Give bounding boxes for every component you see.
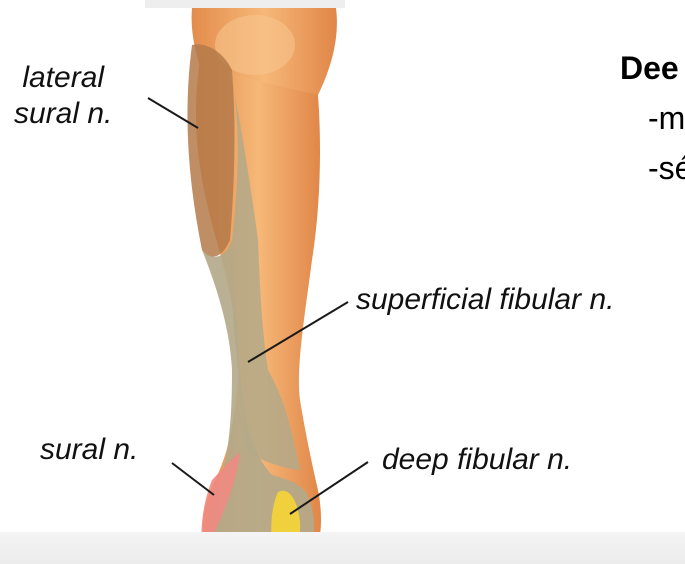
side-item-2: -sé bbox=[648, 150, 685, 187]
label-lateral-sural: lateral sural n. bbox=[14, 60, 112, 132]
label-superficial-fibular: superficial fibular n. bbox=[356, 282, 614, 318]
label-deep-fibular: deep fibular n. bbox=[382, 442, 572, 478]
label-sural: sural n. bbox=[40, 432, 138, 468]
side-heading: Dee bbox=[620, 50, 679, 87]
top-strip bbox=[145, 0, 345, 8]
leader-sural bbox=[172, 463, 214, 495]
lateral-sural-region bbox=[187, 44, 234, 256]
bottom-fade bbox=[0, 532, 685, 564]
side-item-1: -m bbox=[648, 100, 685, 137]
